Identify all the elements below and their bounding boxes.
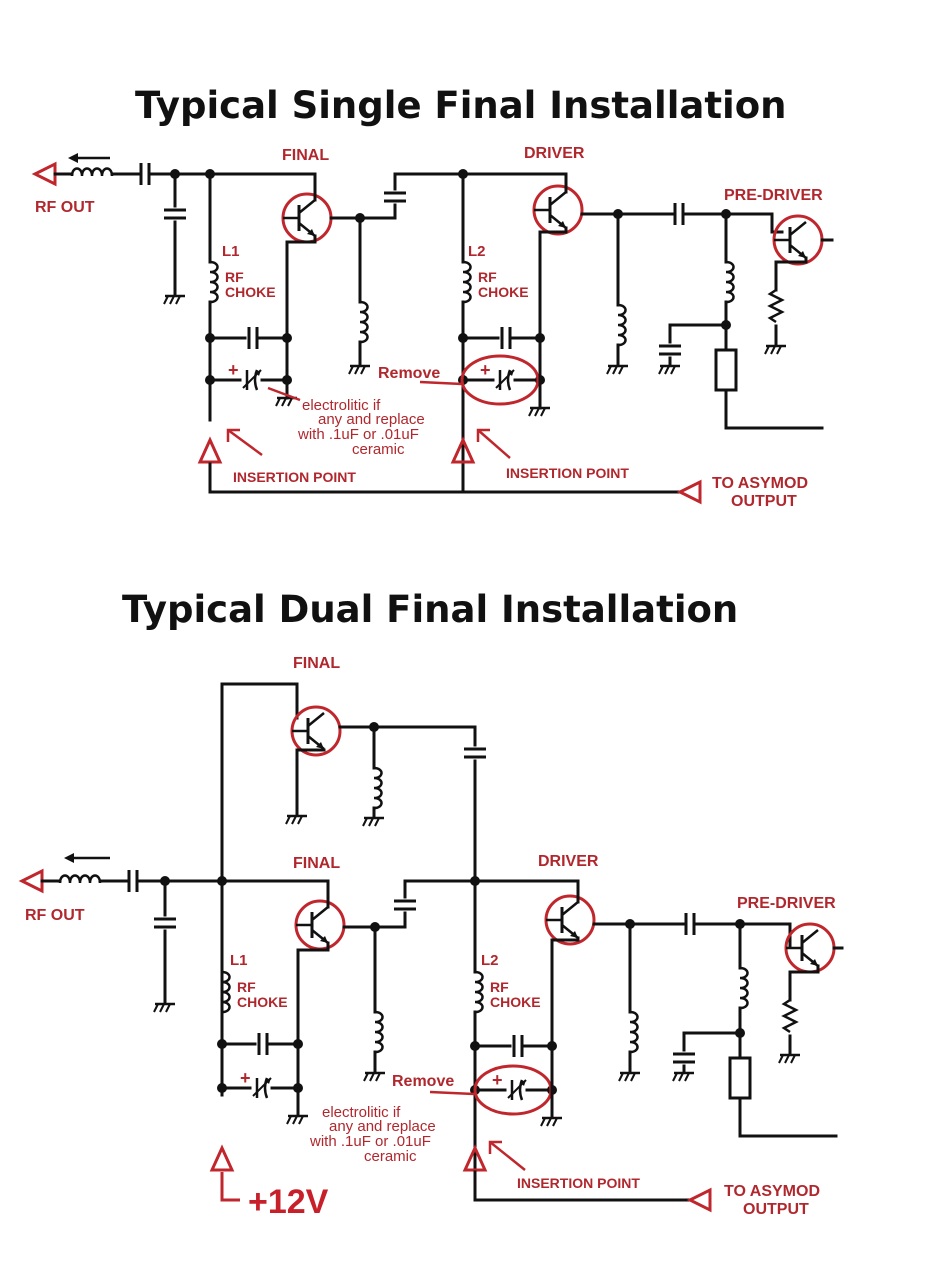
single-note-line2: any and replace: [318, 411, 425, 428]
single-plus1: +: [228, 360, 239, 380]
dual-driver-transistor-icon: [544, 894, 596, 946]
insertion-arrow-2-icon: [477, 429, 511, 459]
single-choke2-label: CHOKE: [478, 284, 529, 300]
dual-final-transistor-icon: [294, 899, 346, 951]
dual-pre-driver-label: PRE-DRIVER: [737, 895, 836, 912]
single-to-asymod-label: TO ASYMOD: [712, 475, 808, 492]
final-transistor-icon: [281, 192, 333, 244]
output-coil-icon: [70, 167, 114, 178]
dual-rf2-label: RF: [490, 979, 509, 995]
single-choke1-label: CHOKE: [225, 284, 276, 300]
dual-choke2-label: CHOKE: [490, 994, 541, 1010]
dual-12v-label: +12V: [248, 1183, 329, 1221]
single-rf2-label: RF: [478, 269, 497, 285]
single-pre-driver-label: PRE-DRIVER: [724, 187, 823, 204]
single-output-label: OUTPUT: [731, 493, 797, 510]
pre-driver-transistor-icon: [772, 214, 824, 266]
dual-note-line4: ceramic: [364, 1148, 417, 1165]
single-note-line3: with .1uF or .01uF: [297, 426, 419, 443]
single-rf-out-label: RF OUT: [35, 199, 95, 216]
single-remove-label: Remove: [378, 365, 440, 382]
dual-insertion-point-label: INSERTION POINT: [517, 1175, 640, 1191]
single-plus2: +: [480, 360, 491, 380]
single-insertion-point-2-label: INSERTION POINT: [506, 465, 629, 481]
direction-arrow-icon: [68, 153, 78, 163]
dual-remove-label: Remove: [392, 1073, 454, 1090]
dual-insertion-arrow-icon: [489, 1141, 526, 1171]
resistor-icon: [714, 348, 738, 392]
single-rf1-label: RF: [225, 269, 244, 285]
dual-note-line2: any and replace: [329, 1118, 436, 1135]
dual-final-schematic: Typical Dual Final Installation FINAL RF…: [20, 588, 844, 1221]
single-insertion-point-1-label: INSERTION POINT: [233, 469, 356, 485]
single-driver-label: DRIVER: [524, 145, 585, 162]
single-note-line1: electrolitic if: [302, 397, 381, 414]
single-l1-label: L1: [222, 243, 240, 260]
dual-note-line1: electrolitic if: [322, 1104, 401, 1121]
dual-output-label: OUTPUT: [743, 1201, 809, 1218]
insertion-point-1-icon: [198, 438, 222, 464]
coupling-cap-icon: [382, 191, 408, 203]
dual-rf-out-connector-icon: [20, 869, 44, 893]
dual-plus1: +: [240, 1068, 251, 1088]
output-cap-icon: [139, 161, 151, 187]
single-note-line4: ceramic: [352, 441, 405, 458]
dual-final-top-label: FINAL: [293, 655, 340, 672]
to-asymod-connector-icon: [678, 480, 702, 504]
dual-pre-driver-transistor-icon: [784, 922, 836, 974]
dual-rf-out-label: RF OUT: [25, 907, 85, 924]
dual-title: Typical Dual Final Installation: [122, 588, 738, 631]
l2-choke-icon: [461, 260, 472, 304]
dual-to-asymod-label: TO ASYMOD: [724, 1183, 820, 1200]
dual-12v-point-icon: [210, 1146, 234, 1172]
single-final-schematic: Typical Single Final Installation RF OUT…: [33, 84, 834, 510]
driver-transistor-icon: [532, 184, 584, 236]
insertion-arrow-1-icon: [227, 428, 263, 457]
electrolytic-cap-icon: [241, 368, 263, 392]
single-title: Typical Single Final Installation: [135, 84, 787, 127]
dual-driver-label: DRIVER: [538, 853, 599, 870]
dual-l1-label: L1: [230, 952, 248, 969]
dual-rf1-label: RF: [237, 979, 256, 995]
l1-choke-icon: [208, 260, 219, 304]
remove-highlight-icon: [460, 354, 540, 406]
dual-note-line3: with .1uF or .01uF: [309, 1133, 431, 1150]
single-l2-label: L2: [468, 243, 486, 260]
single-final-label: FINAL: [282, 147, 329, 164]
rf-out-connector-icon: [33, 162, 57, 186]
dual-plus2: +: [492, 1070, 503, 1090]
dual-resistor-icon: [728, 1056, 752, 1100]
dual-l2-label: L2: [481, 952, 499, 969]
dual-choke1-label: CHOKE: [237, 994, 288, 1010]
dual-to-asymod-connector-icon: [688, 1188, 712, 1212]
dual-final-label: FINAL: [293, 855, 340, 872]
dual-top-final-transistor-icon: [290, 705, 342, 757]
